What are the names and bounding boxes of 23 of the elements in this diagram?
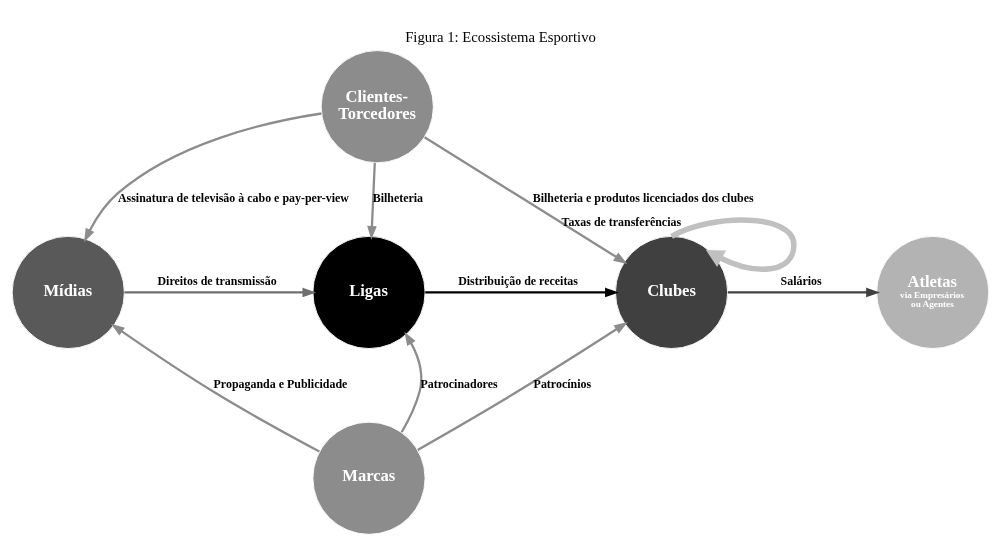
arrow <box>367 162 377 240</box>
arrow <box>124 287 317 297</box>
edge-label: Assinatura de televisão à cabo e pay-per-view <box>117 190 349 205</box>
edge-label: Bilheteria <box>372 190 424 205</box>
arrow <box>84 111 322 242</box>
edge-label: Patrocinadores <box>420 376 498 391</box>
node-circle: Atletas via Empresários ou Agentes <box>876 235 990 349</box>
edge-label: Patrocínios <box>533 376 592 391</box>
edge-label: Distribuição de receitas <box>458 273 578 288</box>
arrow <box>425 287 619 297</box>
edge-label: Direitos de transmissão <box>157 273 277 288</box>
arrow <box>417 321 628 451</box>
arrow <box>110 323 320 452</box>
node-circle: Clientes-Torcedores <box>320 49 434 163</box>
diagram-title: Figura 1: Ecossistema Esportivo <box>405 28 596 45</box>
node-circle: Marcas <box>312 421 426 535</box>
arrow <box>423 135 628 264</box>
edge-label: Salários <box>780 273 822 288</box>
edge-label: Bilheteria e produtos licenciados dos clubes <box>532 190 754 205</box>
edge-label: Propaganda e Publicidade <box>213 376 348 391</box>
arrow <box>727 287 880 297</box>
arrow <box>400 331 423 433</box>
edge-label: Taxas de transferências <box>561 214 682 229</box>
